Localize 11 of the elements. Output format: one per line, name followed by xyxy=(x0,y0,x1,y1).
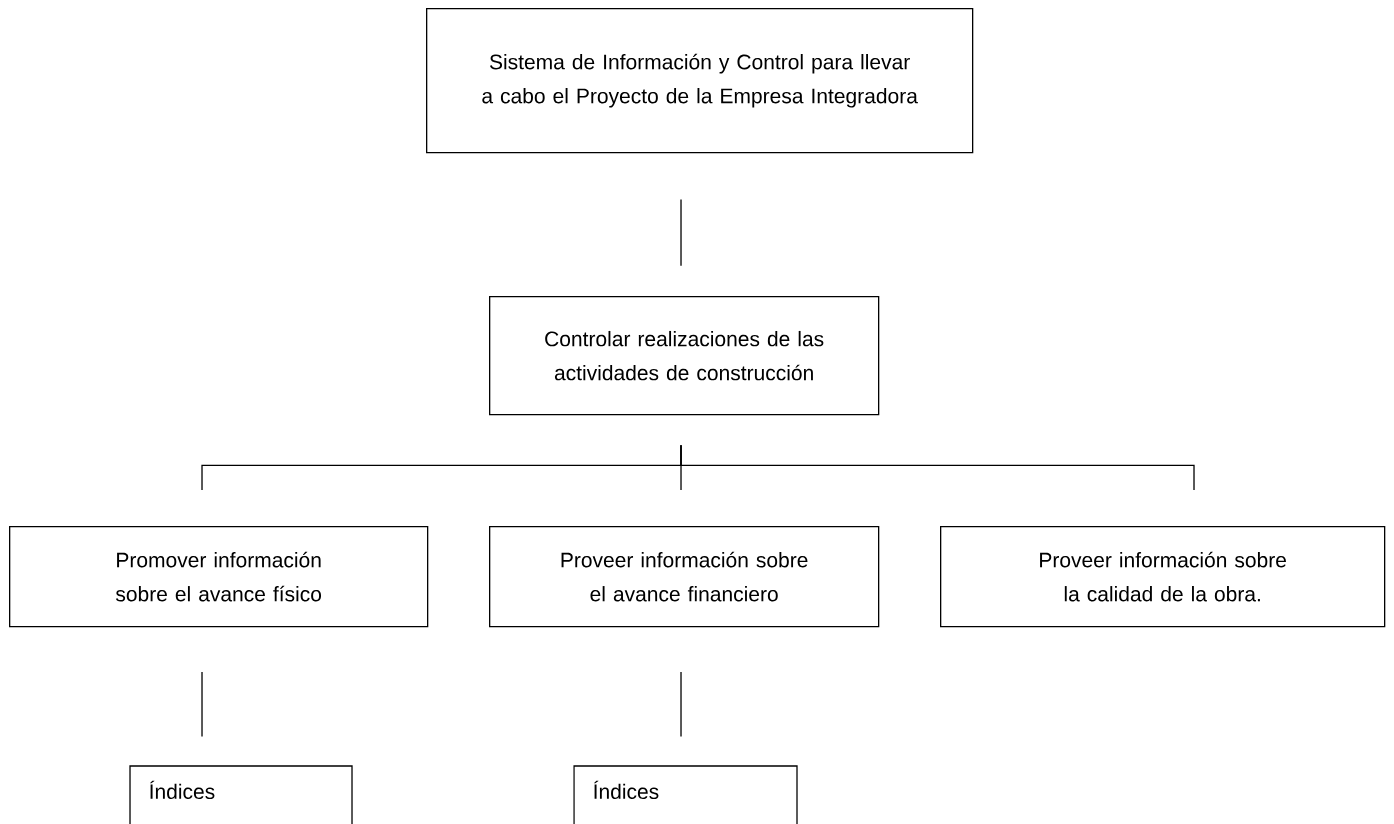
connector-line xyxy=(680,198,682,267)
process-box: Controlar realizaciones de las actividades de construcción xyxy=(489,296,880,416)
process-box: Sistema de Información y Control para llevar a cabo el Proyecto de la Empresa Integradora xyxy=(426,8,974,154)
process-box: Índices xyxy=(573,765,798,824)
connector-line xyxy=(201,671,203,738)
connector-line xyxy=(680,671,682,738)
connector-line xyxy=(680,444,1195,491)
process-box: Promover información sobre el avance físico xyxy=(9,526,429,628)
process-box: Proveer información sobre la calidad de la obra. xyxy=(940,526,1386,628)
process-box: Proveer información sobre el avance financiero xyxy=(489,526,880,628)
process-box: Índices xyxy=(129,765,353,824)
